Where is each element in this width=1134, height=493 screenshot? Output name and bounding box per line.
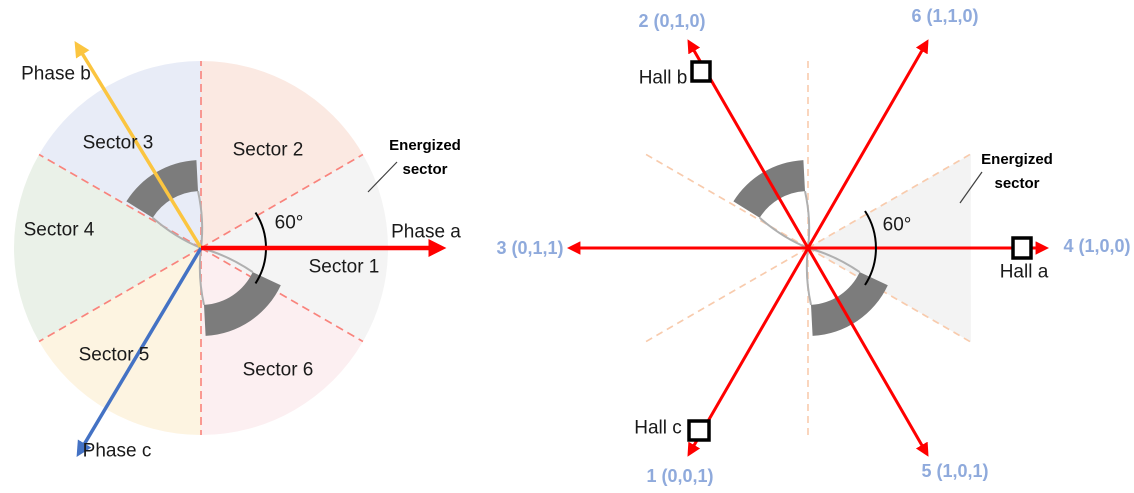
vector-3-label: 3 (0,1,1) (496, 238, 564, 259)
vector-6-label: 6 (1,1,0) (911, 6, 979, 27)
vector-1-arrow (687, 247, 810, 457)
hall-a-sensor-square (1011, 236, 1033, 260)
energized-line2: sector (402, 161, 448, 178)
phase-b-arrow (74, 40, 203, 249)
sector-5-wedge (39, 248, 202, 435)
vector-5-arrow (806, 247, 929, 457)
phase-c-label: Phase c (82, 440, 152, 462)
vector-5-label: 5 (1,0,1) (921, 461, 989, 482)
vector-6-arrow (806, 39, 929, 249)
angle-60-label: 60° (882, 214, 912, 236)
phase-sector-drawing (14, 40, 447, 458)
rotor-pole-north (126, 160, 198, 218)
angle-60-label: 60° (274, 212, 304, 234)
sector-4-wedge (14, 154, 202, 342)
hall-c-sensor-square (687, 419, 711, 442)
energized-line1: Energized (389, 137, 461, 154)
phase-c-arrow (76, 247, 203, 458)
vector-4-label: 4 (1,0,0) (1063, 236, 1131, 257)
rotor-shape (126, 160, 281, 336)
energized-sector-callout: Energized sector (981, 148, 1053, 196)
energized-pointer-line (367, 161, 398, 193)
energized-sector-callout: Energized sector (389, 134, 461, 182)
hall-b-label: Hall b (638, 67, 688, 89)
figure-hall-vectors: 1 (0,0,1) 2 (0,1,0) 3 (0,1,1) 4 (1,0,0) … (470, 0, 1134, 493)
sector-4-label: Sector 4 (23, 219, 95, 241)
hall-c-label: Hall c (634, 417, 682, 439)
sector-2-wedge (201, 61, 363, 248)
sector-5-label: Sector 5 (78, 344, 150, 366)
rotor-shape (733, 160, 888, 336)
hall-b-sensor-square (690, 60, 712, 83)
sector-midline-dashed-rays (644, 60, 972, 436)
sector-6-label: Sector 6 (242, 359, 314, 381)
rotor-pole-south (811, 272, 888, 336)
hall-sensors (687, 60, 1033, 442)
rotor-pole-south (204, 272, 281, 336)
energized-line2: sector (994, 175, 1040, 192)
figure-phase-sectors: Phase b Phase a Phase c Sector 1 Sector … (0, 0, 470, 493)
sector-2-label: Sector 2 (232, 139, 304, 161)
energized-line1: Energized (981, 151, 1053, 168)
vector-2-label: 2 (0,1,0) (638, 11, 706, 32)
sector-1-label: Sector 1 (308, 256, 380, 278)
phase-a-label: Phase a (391, 221, 461, 243)
angle-60-arc (864, 210, 877, 286)
energized-pointer-line (959, 171, 983, 204)
commutation-vectors (566, 39, 1050, 457)
hall-vector-drawing (566, 39, 1050, 457)
hall-a-label: Hall a (999, 261, 1049, 283)
vector-1-label: 1 (0,0,1) (646, 466, 714, 487)
sector-3-label: Sector 3 (82, 132, 154, 154)
sector-wedges (14, 61, 388, 435)
phase-b-label: Phase b (21, 63, 91, 85)
rotor-pole-north (733, 160, 805, 218)
